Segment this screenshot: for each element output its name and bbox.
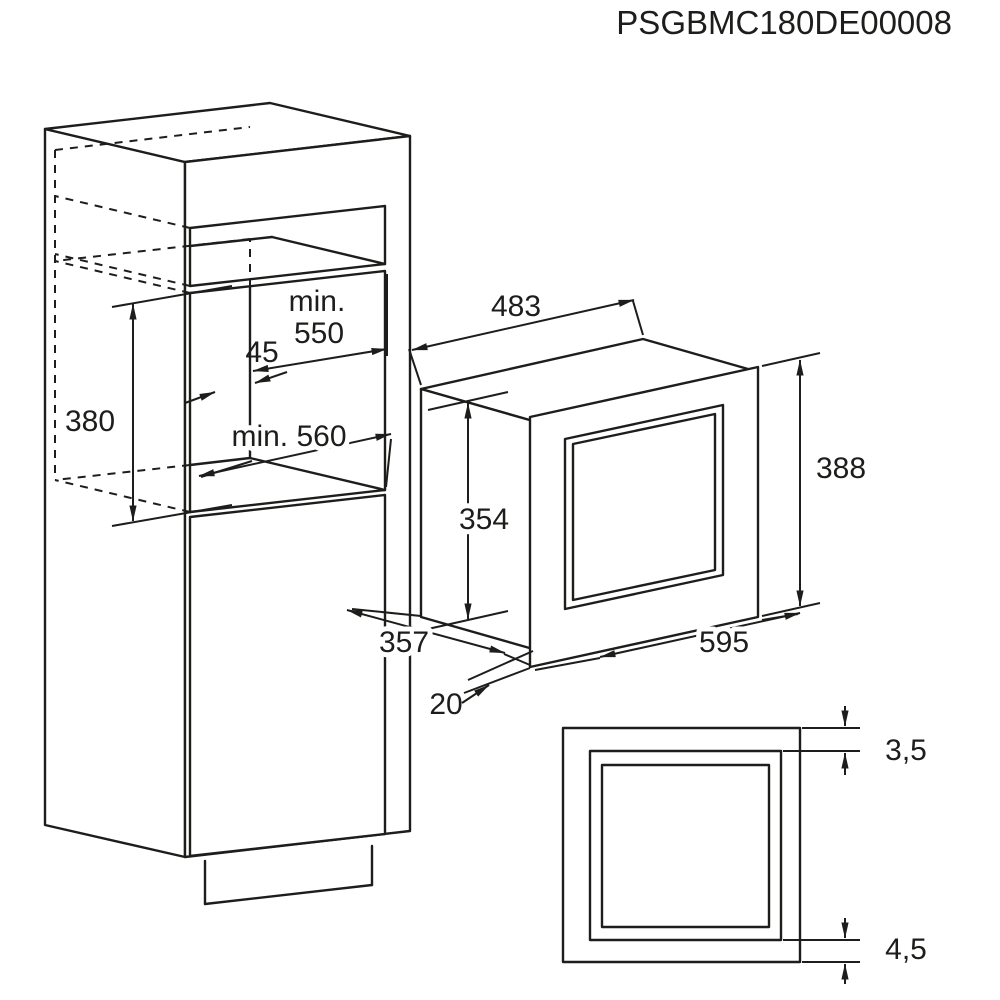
dim-front-width: 595 [534, 612, 801, 671]
microwave [419, 337, 760, 669]
body-width-label: 483 [491, 290, 541, 323]
dim-top-overlap: 3,5 [783, 706, 927, 775]
microwave-door-window-inner [571, 412, 717, 602]
bottom-overlap-label: 4,5 [885, 933, 927, 966]
plinth [203, 844, 374, 906]
niche-depth-label: min. 560 [231, 420, 346, 453]
microwave-niche-opening [188, 269, 387, 514]
hidden-edges [54, 126, 251, 513]
dim-body-width: 483 [408, 290, 644, 386]
dim-niche-width: min. 550 [252, 274, 388, 373]
dim-bottom-overlap: 4,5 [783, 918, 927, 984]
body-height-label: 354 [459, 503, 509, 536]
microwave-door-window-outer [563, 403, 725, 611]
front-protrusion-label: 20 [429, 688, 462, 721]
dim-niche-depth: min. 560 [198, 415, 392, 488]
dim-front-height: 388 [761, 352, 866, 617]
dim-niche-height: 380 [65, 285, 233, 527]
cabinet-door-panel [188, 493, 387, 858]
cabinet [43, 101, 412, 906]
document-code: PSGBMC180DE00008 [616, 4, 952, 41]
niche-width-prefix-label: min. [289, 285, 346, 318]
body-depth-label: 357 [379, 626, 429, 659]
front-height-label: 388 [816, 452, 866, 485]
detail-view: 3,5 4,5 [561, 706, 927, 984]
front-clearance-label: 45 [245, 336, 278, 369]
front-width-label: 595 [699, 626, 749, 659]
cabinet-side-panel [43, 127, 187, 859]
top-overlap-label: 3,5 [885, 734, 927, 767]
detail-door-window-outline [600, 763, 771, 929]
niche-height-label: 380 [65, 405, 115, 438]
dim-front-clearance: 45 [184, 336, 288, 404]
niche-width-label: 550 [294, 317, 344, 350]
dim-front-protrusion: 20 [429, 650, 534, 721]
dim-body-depth: 357 [346, 608, 531, 666]
